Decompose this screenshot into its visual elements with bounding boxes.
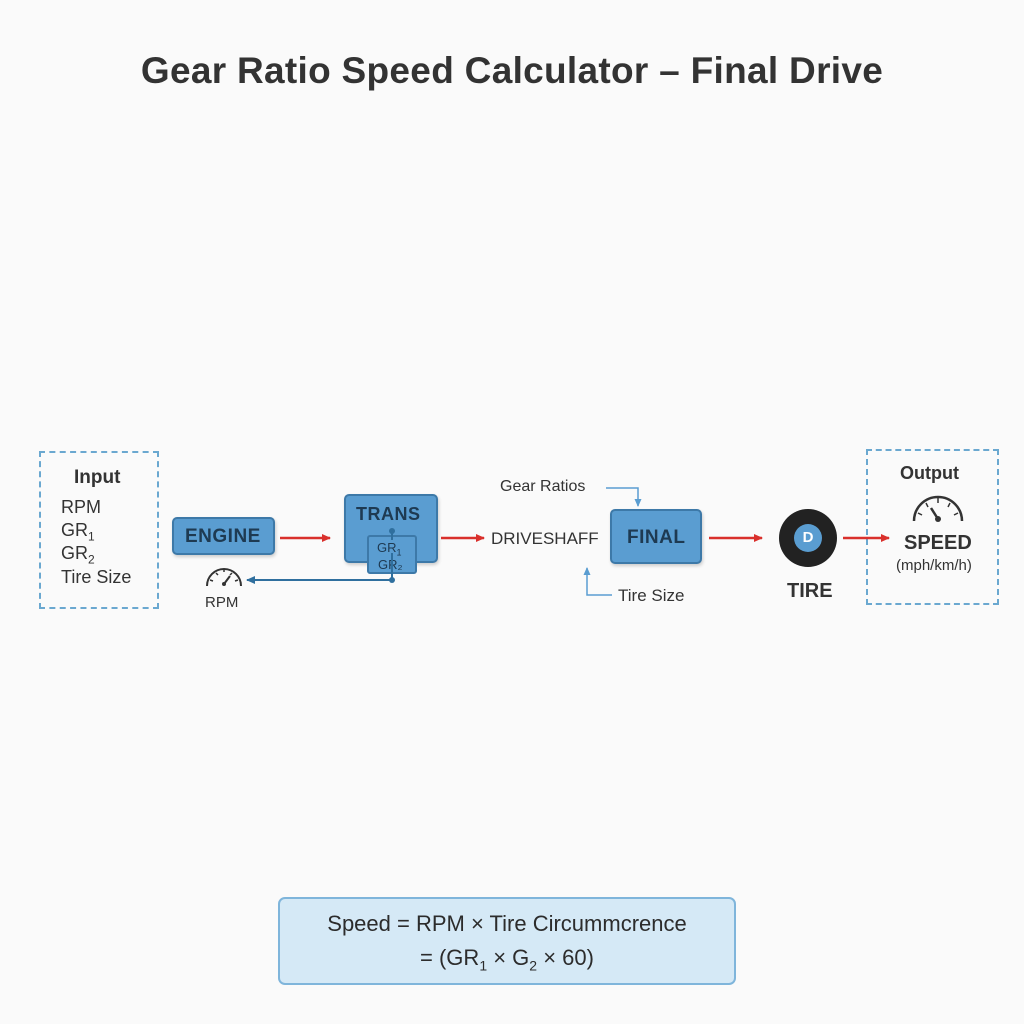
formula-box [278, 897, 736, 985]
rpm-gauge-label: RPM [205, 594, 239, 611]
input-heading: Input [74, 467, 121, 488]
trans-label: TRANS [356, 504, 421, 524]
tachometer-icon [206, 568, 242, 587]
driveshaft-label: DRIVESHAFF [491, 529, 599, 548]
gear-ratios-label: Gear Ratios [500, 478, 586, 495]
speed-units: (mph/km/h) [896, 557, 972, 574]
input-panel [39, 451, 159, 609]
tire-hub-letter: D [802, 529, 814, 546]
page-title: Gear Ratio Speed Calculator – Final Driv… [140, 50, 884, 91]
arrow-gear-ratios-to-final [606, 487, 642, 507]
formula-line-2: = (GR1 × G2 × 60) [420, 945, 594, 974]
input-gr1: GR1 [61, 520, 95, 544]
input-rpm: RPM [61, 497, 101, 517]
tire-label: TIRE [787, 580, 833, 602]
trans-block [344, 494, 438, 563]
final-block [610, 509, 702, 564]
trans-gr2: GR₂ [378, 557, 403, 572]
engine-label: ENGINE [185, 526, 261, 547]
engine-block [172, 517, 275, 555]
trans-gr1: GR1 [377, 540, 402, 558]
input-gr2: GR2 [61, 543, 95, 567]
formula-line-1: Speed = RPM × Tire Circummcrence [327, 911, 687, 936]
final-label: FINAL [627, 527, 686, 548]
output-heading: Output [900, 463, 959, 483]
input-tire-size: Tire Size [61, 567, 132, 587]
speed-label: SPEED [904, 532, 972, 554]
arrow-tire-size-to-final [583, 567, 612, 596]
tire-size-label: Tire Size [618, 586, 685, 605]
output-panel [866, 449, 999, 605]
